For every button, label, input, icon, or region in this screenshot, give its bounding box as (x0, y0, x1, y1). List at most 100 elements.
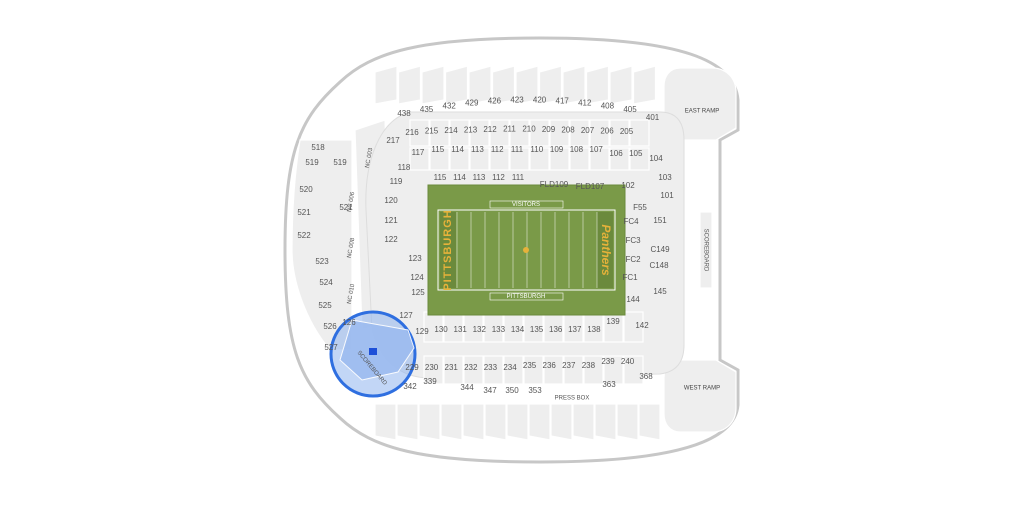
section-232[interactable]: 232 (464, 363, 478, 372)
section-118[interactable]: 118 (398, 163, 411, 172)
section-417[interactable]: 417 (556, 96, 570, 105)
upper-bottom-block[interactable] (528, 403, 551, 441)
upper-bottom-block[interactable] (396, 403, 419, 441)
section-211[interactable]: 211 (503, 125, 516, 134)
lower-bottom-block[interactable] (543, 355, 564, 385)
lower-top-block[interactable] (569, 119, 590, 147)
section-206[interactable]: 206 (600, 127, 614, 136)
upper-bottom-block[interactable] (572, 403, 595, 441)
section-114-lower[interactable]: 114 (453, 173, 466, 182)
section-432[interactable]: 432 (443, 102, 457, 111)
section-130[interactable]: 130 (434, 325, 448, 334)
section-412[interactable]: 412 (578, 99, 592, 108)
section-525[interactable]: 525 (318, 301, 332, 310)
section-524[interactable]: 524 (319, 278, 333, 287)
section-238[interactable]: 238 (582, 361, 596, 370)
section-518[interactable]: 518 (311, 143, 325, 152)
upper-bottom-block[interactable] (418, 403, 441, 441)
section-111[interactable]: 111 (511, 145, 524, 154)
section-405[interactable]: 405 (623, 105, 637, 114)
lower-bottom-block[interactable] (483, 355, 504, 385)
section-C149[interactable]: C149 (650, 245, 670, 254)
lower-top-block[interactable] (609, 119, 630, 147)
lower-top-block[interactable] (529, 119, 550, 147)
highlighted-area[interactable]: SCOREBOARD (329, 310, 417, 398)
lower-top-block[interactable] (549, 119, 570, 147)
lower-top-block[interactable] (589, 147, 610, 171)
section-109[interactable]: 109 (550, 145, 564, 154)
section-115-lower[interactable]: 115 (434, 173, 447, 182)
section-235[interactable]: 235 (523, 361, 537, 370)
lower-top-block[interactable] (489, 119, 510, 147)
section-FC4[interactable]: FC4 (623, 217, 639, 226)
upper-bottom-block[interactable] (506, 403, 529, 441)
section-137[interactable]: 137 (568, 325, 582, 334)
section-122[interactable]: 122 (384, 235, 398, 244)
lower-top-block[interactable] (509, 147, 530, 171)
section-205[interactable]: 205 (620, 127, 634, 136)
section-230[interactable]: 230 (425, 363, 439, 372)
section-FC3[interactable]: FC3 (625, 236, 641, 245)
section-233[interactable]: 233 (484, 363, 498, 372)
upper-top-block[interactable] (515, 65, 539, 105)
section-136[interactable]: 136 (549, 325, 563, 334)
section-108[interactable]: 108 (570, 145, 584, 154)
section-110[interactable]: 110 (530, 145, 543, 154)
section-438[interactable]: 438 (397, 109, 411, 118)
section-125[interactable]: 125 (411, 288, 425, 297)
section-519-inner[interactable]: 519 (333, 158, 347, 167)
section-526[interactable]: 526 (323, 322, 337, 331)
section-423[interactable]: 423 (510, 95, 524, 104)
section-FLD107[interactable]: FLD107 (576, 182, 605, 191)
section-521[interactable]: 521 (297, 208, 311, 217)
section-231[interactable]: 231 (445, 363, 459, 372)
upper-top-block[interactable] (562, 65, 586, 105)
section-207[interactable]: 207 (581, 126, 595, 135)
section-144[interactable]: 144 (626, 295, 640, 304)
lower-top-block[interactable] (449, 119, 470, 147)
lower-bottom-block[interactable] (583, 355, 604, 385)
section-104[interactable]: 104 (649, 154, 663, 163)
section-135[interactable]: 135 (530, 325, 544, 334)
section-112-lower[interactable]: 112 (492, 173, 505, 182)
section-112[interactable]: 112 (491, 145, 504, 154)
upper-top-block[interactable] (421, 65, 445, 105)
nc-label[interactable]: NC 003 (365, 147, 375, 169)
section-208[interactable]: 208 (561, 126, 575, 135)
upper-top-block[interactable] (444, 65, 469, 105)
upper-bottom-block[interactable] (594, 403, 617, 441)
upper-bottom-block[interactable] (550, 403, 573, 441)
selected-seat-marker[interactable] (369, 348, 377, 355)
lower-top-block[interactable] (629, 119, 650, 147)
section-123[interactable]: 123 (408, 254, 422, 263)
upper-bottom-block[interactable] (462, 403, 485, 441)
section-237[interactable]: 237 (562, 361, 576, 370)
lower-top-block[interactable] (529, 147, 550, 171)
section-429[interactable]: 429 (465, 99, 479, 108)
section-240[interactable]: 240 (621, 357, 635, 366)
section-133[interactable]: 133 (492, 325, 506, 334)
section-520[interactable]: 520 (299, 185, 313, 194)
lower-top-block[interactable] (469, 147, 490, 171)
lower-top-block[interactable] (409, 119, 430, 147)
section-408[interactable]: 408 (601, 102, 615, 111)
section-353[interactable]: 353 (528, 386, 542, 395)
section-127[interactable]: 127 (399, 311, 413, 320)
section-151[interactable]: 151 (653, 216, 667, 225)
section-339[interactable]: 339 (423, 377, 437, 386)
section-435[interactable]: 435 (420, 105, 434, 114)
section-368[interactable]: 368 (639, 372, 653, 381)
upper-bottom-block[interactable] (616, 403, 639, 441)
lower-top-block[interactable] (569, 147, 590, 171)
upper-top-block[interactable] (397, 65, 422, 105)
lower-bottom-block[interactable] (563, 355, 584, 385)
section-103[interactable]: 103 (658, 173, 672, 182)
lower-bottom-block[interactable] (603, 355, 624, 385)
nc-label[interactable]: NC 006 (347, 191, 357, 213)
upper-top-block[interactable] (468, 65, 492, 105)
section-217[interactable]: 217 (386, 136, 400, 145)
section-129[interactable]: 129 (415, 327, 429, 336)
section-102[interactable]: 102 (621, 181, 635, 190)
section-344[interactable]: 344 (460, 383, 474, 392)
section-139[interactable]: 139 (606, 317, 620, 326)
